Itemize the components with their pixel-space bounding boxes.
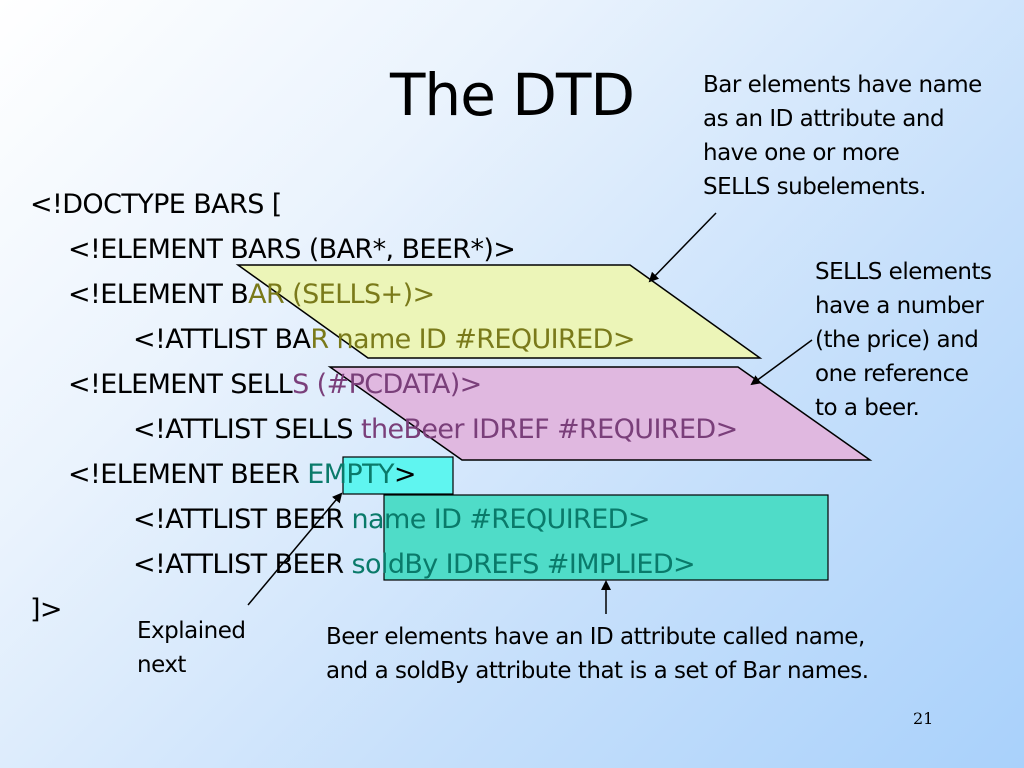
note-sells-elements: SELLS elements have a number (the price)… <box>815 255 992 425</box>
note-line: SELLS subelements. <box>703 174 926 200</box>
note-explained-next: Explained next <box>137 614 246 682</box>
note-line: next <box>137 652 186 678</box>
code-text: ]> <box>30 594 63 625</box>
slide-title: The DTD <box>390 61 635 129</box>
code-line-element-bars: <!ELEMENT BARS (BAR*, BEER*)> <box>68 234 516 265</box>
code-highlight-text: soldBy IDREFS #IMPLIED> <box>351 549 696 580</box>
bar-highlight-parallelogram <box>235 264 763 359</box>
note-line: and a soldBy attribute that is a set of … <box>326 658 869 684</box>
code-highlight-text: theBeer IDREF #REQUIRED> <box>352 414 738 445</box>
code-text: <!ATTLIST SELLS <box>133 414 354 445</box>
note-line: have one or more <box>703 140 900 166</box>
code-text: <!ATTLIST BEER <box>133 504 352 535</box>
note-line: to a beer. <box>815 395 920 421</box>
page-number: 21 <box>913 709 934 728</box>
code-highlight-text: name ID #REQUIRED> <box>351 504 651 535</box>
code-line-element-sells: <!ELEMENT SELLS (#PCDATA)> <box>68 371 482 398</box>
note-line: one reference <box>815 361 969 387</box>
empty-highlight-box <box>342 456 454 495</box>
code-highlight-text: AR (SELLS+)> <box>248 279 435 310</box>
code-line-attlist-beer-name: <!ATTLIST BEER name ID #REQUIRED> <box>133 506 650 533</box>
note-line: Explained <box>137 618 246 644</box>
code-line-attlist-bar: <!ATTLIST BAR name ID #REQUIRED> <box>133 326 635 353</box>
note-beer-elements: Beer elements have an ID attribute calle… <box>326 620 869 688</box>
note-line: Bar elements have name <box>703 72 982 98</box>
arrow-to-bar-highlight <box>648 212 717 283</box>
sells-highlight-parallelogram <box>327 366 873 461</box>
arrow-to-sells-highlight <box>750 339 813 386</box>
note-line: Beer elements have an ID attribute calle… <box>326 624 865 650</box>
note-line: SELLS elements <box>815 259 992 285</box>
code-text: <!ELEMENT BEER <box>68 459 308 490</box>
code-line-element-bar: <!ELEMENT BAR (SELLS+)> <box>68 281 435 308</box>
code-text: > <box>393 459 417 490</box>
code-text: <!ELEMENT SELL <box>68 369 293 400</box>
code-text: <!DOCTYPE BARS [ <box>30 189 282 220</box>
code-text: <!ELEMENT BARS (BAR*, BEER*)> <box>68 234 516 265</box>
code-highlight-text: S (#PCDATA)> <box>292 369 482 400</box>
code-highlight-text: EMPTY <box>307 459 394 490</box>
code-line-attlist-sells: <!ATTLIST SELLS theBeer IDREF #REQUIRED> <box>133 416 738 443</box>
code-line-close: ]> <box>30 594 63 625</box>
note-line: have a number <box>815 293 984 319</box>
note-line: (the price) and <box>815 327 979 353</box>
arrow-to-empty-highlight <box>247 492 343 606</box>
code-highlight-text: R name ID #REQUIRED> <box>310 324 635 355</box>
note-bar-elements: Bar elements have name as an ID attribut… <box>703 68 982 204</box>
note-line: as an ID attribute and <box>703 106 945 132</box>
code-text: <!ELEMENT B <box>68 279 249 310</box>
code-line-element-beer: <!ELEMENT BEER EMPTY> <box>68 461 416 488</box>
code-line-doctype: <!DOCTYPE BARS [ <box>30 191 282 218</box>
code-line-attlist-beer-soldby: <!ATTLIST BEER soldBy IDREFS #IMPLIED> <box>133 549 696 580</box>
code-text: <!ATTLIST BEER <box>133 549 352 580</box>
code-text: <!ATTLIST BA <box>133 324 311 355</box>
